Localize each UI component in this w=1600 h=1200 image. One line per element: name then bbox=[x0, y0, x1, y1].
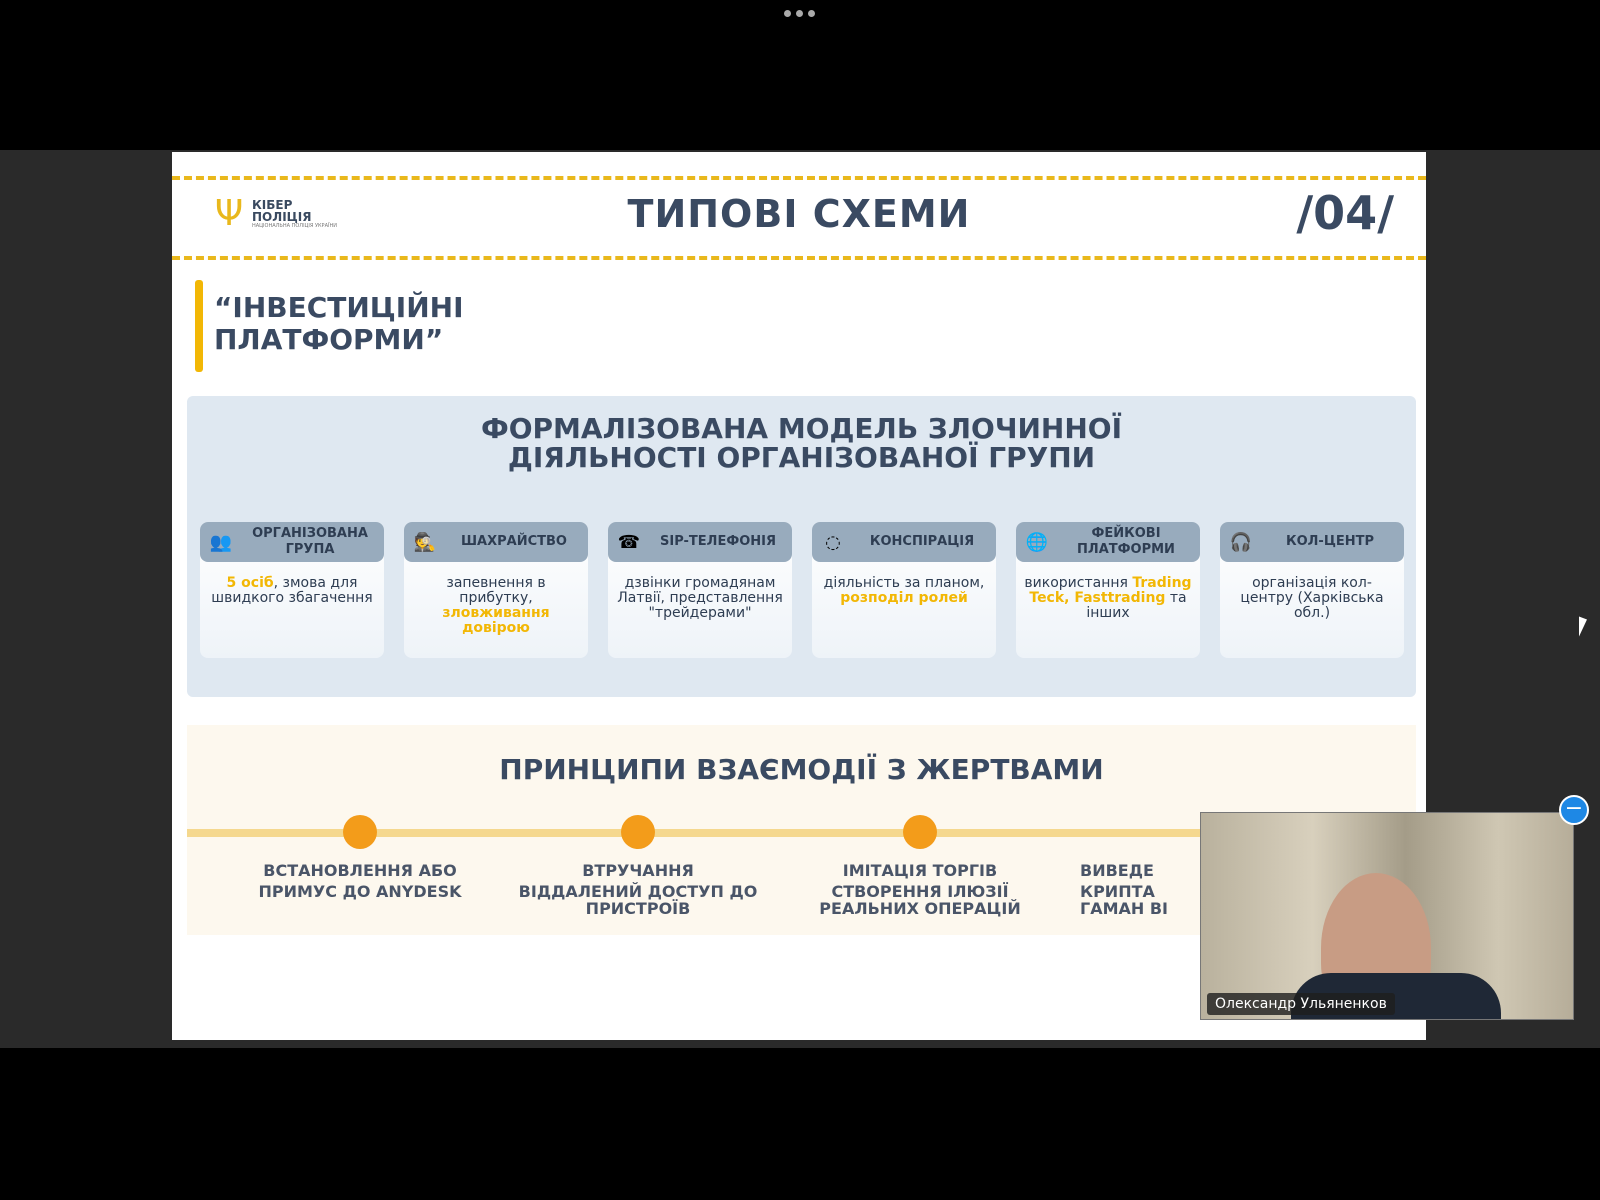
step-desc: КРИПТА ГАМАН ВІ bbox=[1080, 882, 1168, 918]
card-header: 🎧 КОЛ-ЦЕНТР bbox=[1220, 522, 1404, 562]
model-card: 👥 ОРГАНІЗОВАНА ГРУПА 5 осіб, змова для шв… bbox=[200, 522, 384, 658]
model-card: 🎧 КОЛ-ЦЕНТР організація кол-центру (Харкі… bbox=[1220, 522, 1404, 658]
card-title: SIP-ТЕЛЕФОНІЯ bbox=[660, 534, 776, 549]
slide-title: ТИПОВІ СХЕМИ bbox=[627, 192, 971, 236]
logo-text: КІБЕР bbox=[252, 198, 293, 212]
card-body: 5 осіб, змова для швидкого збагачення bbox=[200, 562, 384, 606]
card-highlight: розподіл ролей bbox=[840, 590, 968, 606]
timeline-step: ВИВЕДЕ КРИПТА ГАМАН ВІ bbox=[1080, 815, 1192, 917]
trident-icon: Ψ bbox=[214, 193, 244, 234]
card-highlight: зловживання довірою bbox=[442, 605, 550, 636]
step-desc: ПРИМУС ДО ANYDESK bbox=[258, 882, 462, 901]
card-highlight: Trading Teck, Fasttrading bbox=[1029, 575, 1192, 606]
shield-icon: ◌ bbox=[825, 531, 841, 553]
logo-text: ПОЛІЦІЯ bbox=[252, 210, 312, 224]
card-body: дзвінки громадянам Латвії, представлення… bbox=[608, 562, 792, 621]
heading-line: ФОРМАЛІЗОВАНА МОДЕЛЬ ЗЛОЧИННОЇ bbox=[480, 412, 1123, 445]
card-highlight: 5 осіб bbox=[226, 575, 274, 591]
card-text: діяльність за планом, bbox=[823, 575, 985, 591]
card-title: ШАХРАЙСТВО bbox=[461, 534, 567, 549]
model-cards: 👥 ОРГАНІЗОВАНА ГРУПА 5 осіб, змова для шв… bbox=[200, 522, 1404, 658]
card-text: використання bbox=[1024, 575, 1133, 591]
participant-name: Олександр Ульяненков bbox=[1207, 993, 1395, 1015]
model-card: 🌐 ФЕЙКОВІ ПЛАТФОРМИ використання Trading … bbox=[1016, 522, 1200, 658]
principles-heading: ПРИНЦИПИ ВЗАЄМОДІЇ З ЖЕРТВАМИ bbox=[499, 753, 1104, 786]
timeline-dot bbox=[343, 815, 377, 849]
mouse-cursor-icon bbox=[1579, 616, 1587, 640]
headset-icon: 🎧 bbox=[1229, 531, 1253, 553]
card-title: ОРГАНІЗОВАНА ГРУПА bbox=[252, 526, 368, 557]
card-text: запевнення в прибутку, bbox=[446, 575, 546, 606]
globe-icon: 🌐 bbox=[1025, 531, 1049, 553]
participant-video[interactable]: Олександр Ульяненков bbox=[1200, 812, 1574, 1020]
divider bbox=[172, 256, 1426, 260]
card-header: ☎ SIP-ТЕЛЕФОНІЯ bbox=[608, 522, 792, 562]
timeline-step: ВСТАНОВЛЕННЯ АБО ПРИМУС ДО ANYDESK bbox=[220, 815, 500, 900]
timeline-step: ІМІТАЦІЯ ТОРГІВ СТВОРЕННЯ ІЛЮЗІЇ РЕАЛЬНИХ… bbox=[780, 815, 1060, 917]
step-desc: ВІДДАЛЕНИЙ ДОСТУП ДО ПРИСТРОЇВ bbox=[518, 882, 758, 918]
step-title: ВИВЕДЕ bbox=[1080, 861, 1154, 880]
card-header: 👥 ОРГАНІЗОВАНА ГРУПА bbox=[200, 522, 384, 562]
card-text: організація кол-центру (Харківська обл.) bbox=[1240, 575, 1384, 621]
minus-icon[interactable]: − bbox=[1559, 795, 1589, 825]
card-body: запевнення в прибутку, зловживання довір… bbox=[404, 562, 588, 636]
group-icon: 👥 bbox=[209, 531, 233, 553]
hacker-icon: 🕵 bbox=[413, 531, 437, 553]
timeline-line bbox=[187, 829, 1416, 837]
slide-number: /04/ bbox=[1296, 186, 1394, 240]
step-title: ВСТАНОВЛЕННЯ АБО bbox=[263, 861, 457, 880]
step-title: ІМІТАЦІЯ ТОРГІВ bbox=[842, 861, 998, 880]
card-header: ◌ КОНСПІРАЦІЯ bbox=[812, 522, 996, 562]
heading-line: ДІЯЛЬНОСТІ ОРГАНІЗОВАНОЇ ГРУПИ bbox=[507, 441, 1096, 474]
model-card: 🕵 ШАХРАЙСТВО запевнення в прибутку, зловж… bbox=[404, 522, 588, 658]
card-title: КОЛ-ЦЕНТР bbox=[1285, 534, 1375, 549]
card-header: 🕵 ШАХРАЙСТВО bbox=[404, 522, 588, 562]
timeline-dot bbox=[621, 815, 655, 849]
top-bar bbox=[0, 0, 1600, 150]
card-body: організація кол-центру (Харківська обл.) bbox=[1220, 562, 1404, 621]
timeline-dot bbox=[903, 815, 937, 849]
card-title: ФЕЙКОВІ ПЛАТФОРМИ bbox=[1077, 526, 1175, 557]
card-body: діяльність за планом, розподіл ролей bbox=[812, 562, 996, 606]
divider bbox=[172, 176, 1426, 180]
card-text: дзвінки громадянам Латвії, представлення… bbox=[617, 575, 783, 621]
more-dots-icon[interactable] bbox=[784, 10, 815, 17]
card-title: КОНСПІРАЦІЯ bbox=[869, 534, 975, 549]
step-desc: СТВОРЕННЯ ІЛЮЗІЇ РЕАЛЬНИХ ОПЕРАЦІЙ bbox=[819, 882, 1021, 918]
subtitle-line: “ІНВЕСТИЦІЙНІ bbox=[214, 291, 464, 324]
model-card: ☎ SIP-ТЕЛЕФОНІЯ дзвінки громадянам Латвії… bbox=[608, 522, 792, 658]
card-header: 🌐 ФЕЙКОВІ ПЛАТФОРМИ bbox=[1016, 522, 1200, 562]
timeline-step: ВТРУЧАННЯ ВІДДАЛЕНИЙ ДОСТУП ДО ПРИСТРОЇВ bbox=[498, 815, 778, 917]
model-card: ◌ КОНСПІРАЦІЯ діяльність за планом, розпо… bbox=[812, 522, 996, 658]
phone-icon: ☎ bbox=[617, 531, 641, 553]
card-body: використання Trading Teck, Fasttrading т… bbox=[1016, 562, 1200, 621]
card-text: та інших bbox=[1086, 590, 1187, 621]
accent-bar bbox=[195, 280, 203, 372]
subtitle-line: ПЛАТФОРМИ” bbox=[214, 323, 444, 356]
card-text: , змова для швидкого збагачення bbox=[211, 575, 373, 606]
logo-subtext: НАЦІОНАЛЬНА ПОЛІЦІЯ УКРАЇНИ bbox=[252, 223, 337, 229]
step-title: ВТРУЧАННЯ bbox=[582, 861, 694, 880]
